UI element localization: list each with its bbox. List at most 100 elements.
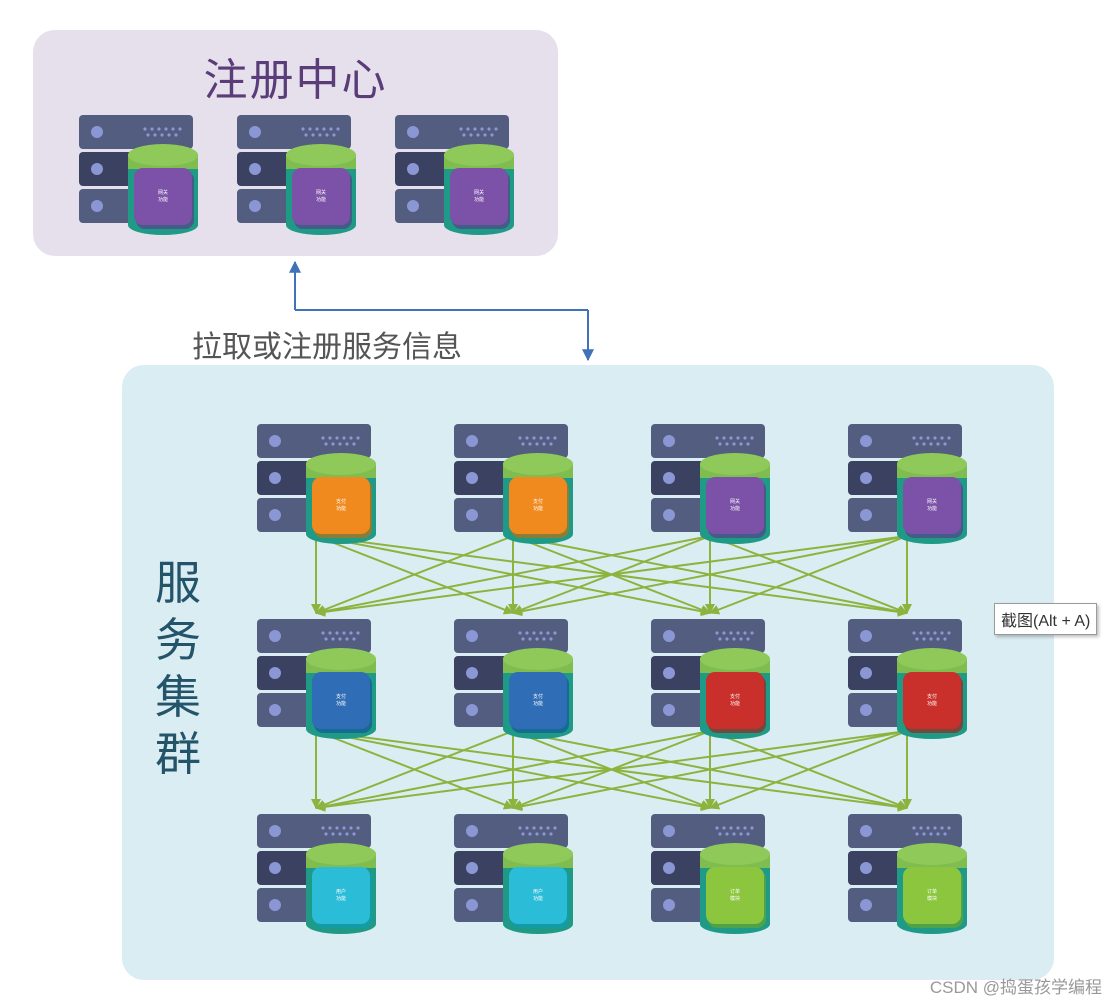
server-vent-dot (947, 631, 951, 635)
server-vent-dot (915, 442, 919, 446)
server-led-icon (860, 630, 872, 642)
server-vent-dot (324, 442, 328, 446)
server-led-icon (269, 899, 281, 911)
server-vent-dot (483, 133, 487, 137)
server-vent-dot (722, 436, 726, 440)
server-vent-dot (349, 631, 353, 635)
server-vent-dot (345, 832, 349, 836)
cluster-label-char: 务 (155, 613, 201, 667)
server-led-icon (466, 899, 478, 911)
database-cylinder-top (306, 843, 376, 865)
call-arrow (315, 730, 908, 812)
module-card (706, 477, 764, 534)
server-rack-unit (454, 814, 568, 848)
server-led-icon (663, 862, 675, 874)
server-rack-unit (651, 424, 765, 458)
call-arrow (315, 535, 908, 617)
server-vent-dot (311, 133, 315, 137)
call-arrow (315, 730, 514, 810)
module-label: 网关功能 (316, 189, 326, 203)
server-vent-dot (335, 826, 339, 830)
server-vent-dot (919, 631, 923, 635)
server-vent-dot (345, 442, 349, 446)
call-arrow (315, 535, 514, 615)
server-vent-dot (539, 826, 543, 830)
server-vent-dot (926, 631, 930, 635)
module-card (292, 168, 350, 225)
server-node: 网关功能 (395, 115, 514, 235)
server-vent-dot (476, 133, 480, 137)
server-vent-dot (725, 442, 729, 446)
server-vent-dot (164, 127, 168, 131)
server-vent-dot (535, 637, 539, 641)
server-vent-dot (715, 631, 719, 635)
server-rack-unit (257, 619, 371, 653)
server-vent-dot (750, 826, 754, 830)
server-vent-dot (322, 127, 326, 131)
module-label: 支付功能 (730, 693, 740, 707)
server-led-icon (466, 825, 478, 837)
server-vent-dot (345, 637, 349, 641)
server-node: 支付功能 (454, 424, 573, 544)
call-arrow (315, 730, 711, 812)
server-vent-dot (922, 832, 926, 836)
server-vent-dot (160, 133, 164, 137)
server-led-icon (860, 435, 872, 447)
server-vent-dot (940, 631, 944, 635)
server-vent-dot (929, 832, 933, 836)
server-led-icon (269, 862, 281, 874)
call-arrow (512, 535, 908, 617)
database-cylinder-top (444, 144, 514, 166)
server-vent-dot (174, 133, 178, 137)
server-vent-dot (153, 133, 157, 137)
server-vent-dot (342, 436, 346, 440)
server-vent-dot (947, 436, 951, 440)
database-cylinder-top (700, 843, 770, 865)
server-vent-dot (528, 442, 532, 446)
server-vent-dot (919, 436, 923, 440)
server-vent-dot (332, 133, 336, 137)
server-vent-dot (940, 436, 944, 440)
server-vent-dot (171, 127, 175, 131)
server-rack-unit (848, 619, 962, 653)
server-vent-dot (743, 436, 747, 440)
server-vent-dot (736, 436, 740, 440)
database-cylinder-top (286, 144, 356, 166)
server-vent-dot (532, 436, 536, 440)
server-node: 网关功能 (237, 115, 356, 235)
cluster-label-char: 集 (155, 670, 201, 724)
server-led-icon (860, 862, 872, 874)
server-vent-dot (150, 127, 154, 131)
server-vent-dot (325, 133, 329, 137)
server-vent-dot (301, 127, 305, 131)
server-rack-unit (237, 115, 351, 149)
server-vent-dot (915, 832, 919, 836)
server-vent-dot (729, 826, 733, 830)
server-vent-dot (528, 832, 532, 836)
server-vent-dot (943, 637, 947, 641)
server-vent-dot (324, 637, 328, 641)
server-vent-dot (915, 637, 919, 641)
server-vent-dot (331, 442, 335, 446)
server-vent-dot (146, 133, 150, 137)
server-led-icon (269, 435, 281, 447)
server-vent-dot (466, 127, 470, 131)
server-vent-dot (739, 442, 743, 446)
server-vent-dot (321, 631, 325, 635)
server-rack-unit (651, 814, 765, 848)
database-cylinder-top (897, 843, 967, 865)
server-vent-dot (178, 127, 182, 131)
server-rack-unit (79, 115, 193, 149)
server-vent-dot (553, 631, 557, 635)
module-label: 支付功能 (336, 693, 346, 707)
database-cylinder-top (306, 648, 376, 670)
server-led-icon (663, 472, 675, 484)
call-arrow (709, 730, 908, 810)
server-vent-dot (718, 442, 722, 446)
server-vent-dot (462, 133, 466, 137)
registry-connector (289, 260, 594, 362)
server-vent-dot (546, 826, 550, 830)
server-node: 支付功能 (651, 619, 770, 739)
module-label: 用户功能 (336, 888, 346, 902)
